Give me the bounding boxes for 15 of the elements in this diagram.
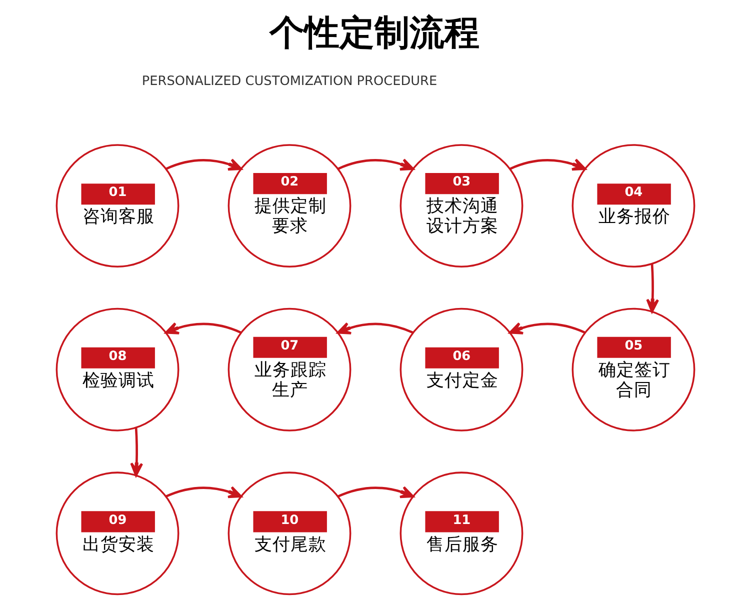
label: PERSONALIZED CUSTOMIZATION PROCEDURE [141,74,437,90]
arrow [509,158,586,171]
arrow [165,486,242,498]
node-circle: 05 确定签订合同 [571,308,695,432]
arrow [130,428,143,476]
arrow [164,322,241,334]
arrow [336,322,413,334]
arrow [646,264,659,313]
arrow [337,158,414,171]
node-circle: 01 咨询客服 [55,144,179,268]
diagram-title: 个性定制流程 [269,12,480,54]
node-circle: 09 出货安装 [55,472,179,596]
arrow [165,158,242,171]
arrow [508,322,585,334]
arrow [337,486,414,498]
